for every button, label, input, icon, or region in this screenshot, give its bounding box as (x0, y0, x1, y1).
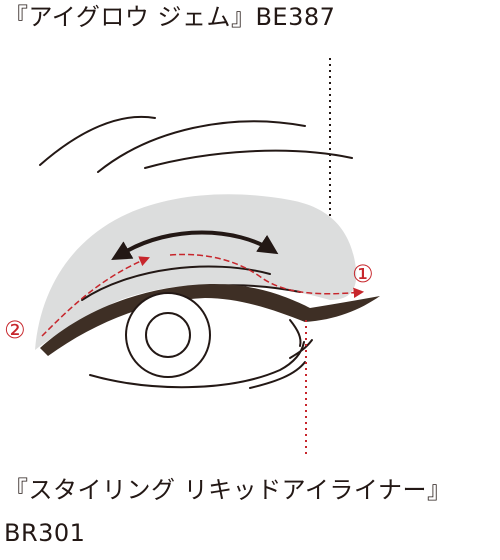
eyeshadow-product-label: 『アイグロウ ジェム』BE387 (4, 3, 336, 31)
eyebrow (39, 115, 353, 173)
pupil (145, 312, 191, 358)
step-marker-2: ② (4, 316, 26, 344)
shadow-guide-arrow (169, 253, 365, 299)
eyeliner-product-label: 『スタイリング リキッドアイライナー』 (4, 476, 452, 504)
eyeliner-product-code: BR301 (4, 519, 86, 547)
step-marker-1: ① (352, 260, 374, 288)
lower-lash-line-2 (289, 339, 313, 359)
blend-double-arrow (111, 230, 279, 260)
lower-eye-line (89, 341, 305, 389)
eye-inner-curve (289, 319, 302, 347)
eyeshadow-area (35, 194, 357, 350)
lower-lash-line (249, 361, 306, 389)
eyeliner-stroke (40, 283, 380, 356)
liner-guide-arrow (41, 256, 150, 337)
